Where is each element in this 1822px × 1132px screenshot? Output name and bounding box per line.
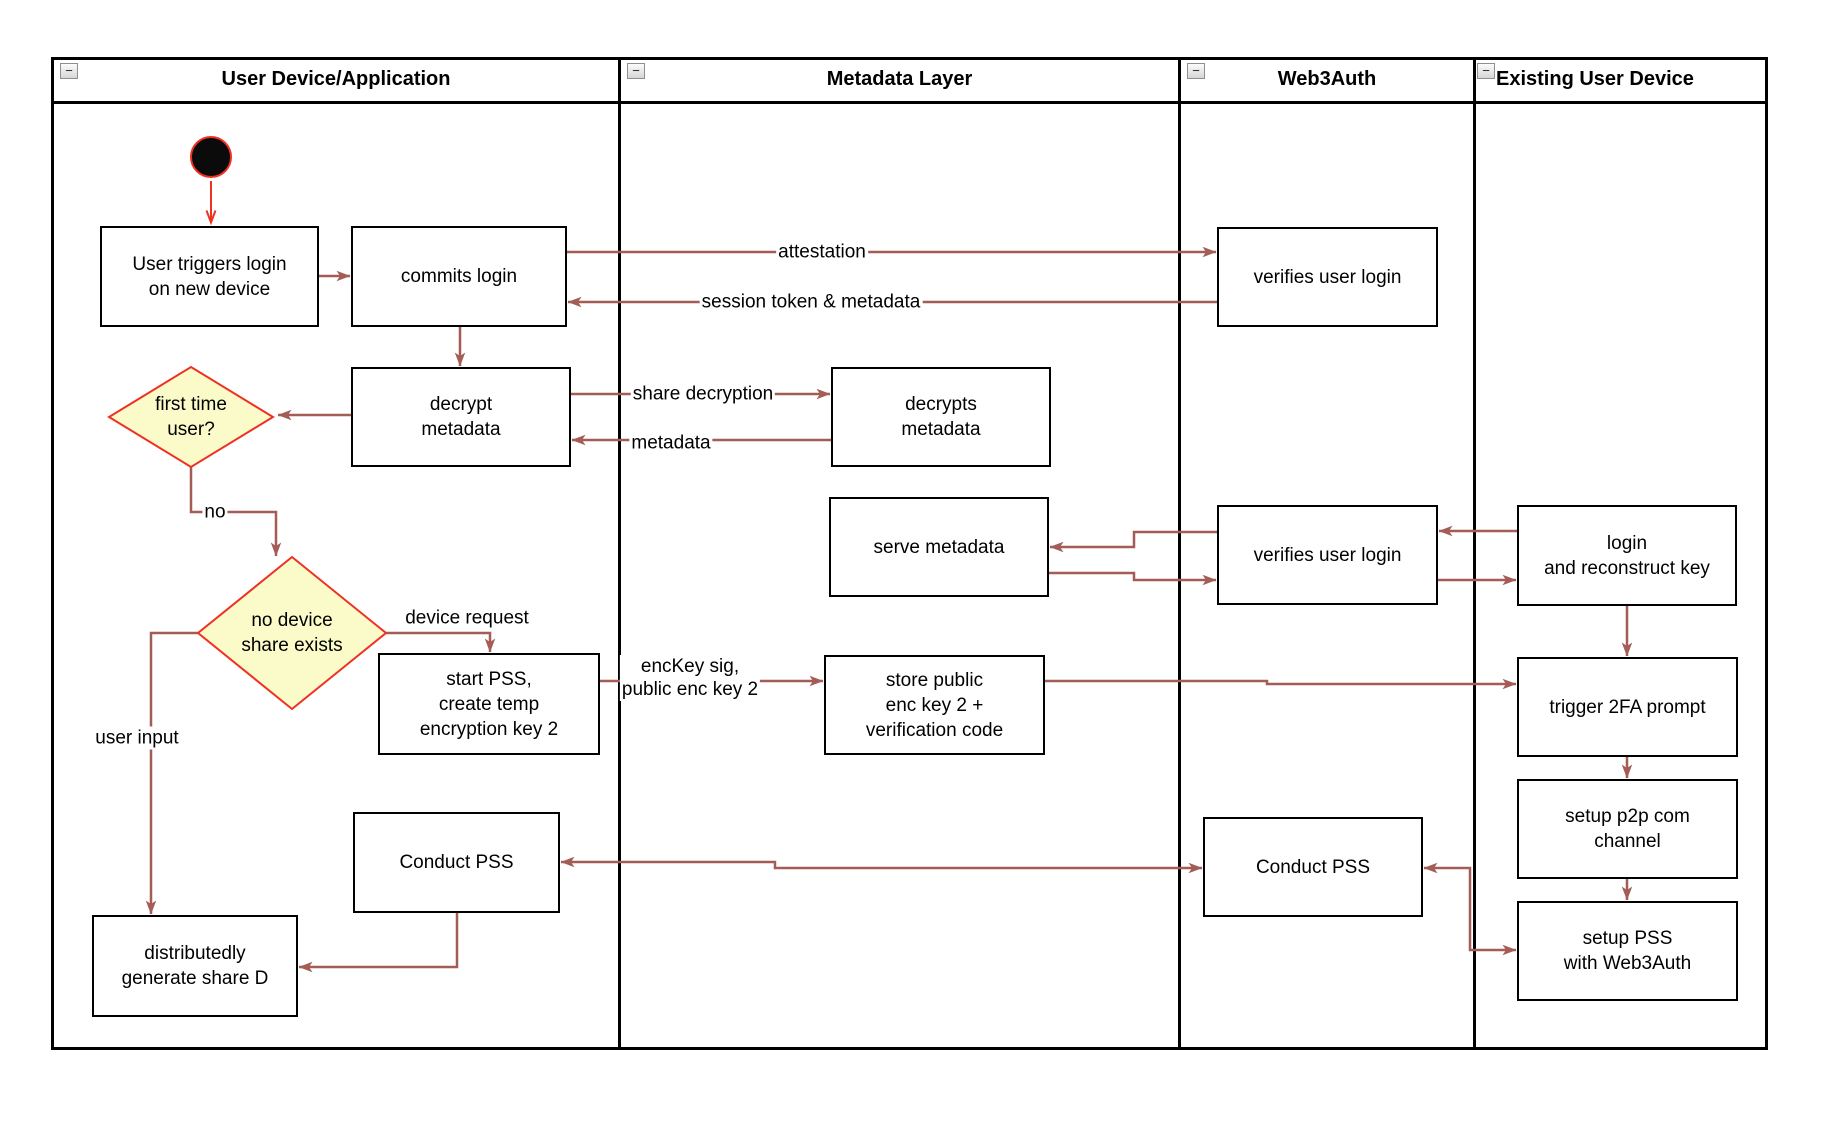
- collapse-icon-lane-2[interactable]: −: [627, 63, 645, 79]
- node-verifies-user-login-1[interactable]: verifies user login: [1217, 227, 1438, 327]
- collapse-icon-lane-4[interactable]: −: [1477, 63, 1495, 79]
- start-node[interactable]: [190, 136, 232, 178]
- node-setup-p2p-com-channel[interactable]: setup p2p com channel: [1517, 779, 1738, 879]
- edge-label-enckey-sig: encKey sig, public enc key 2: [619, 655, 761, 701]
- collapse-icon-lane-1[interactable]: −: [60, 63, 78, 79]
- lane-separator-2: [1178, 57, 1181, 1050]
- edge-label-metadata: metadata: [629, 431, 713, 455]
- edge-conductuser-to-distributedly: [298, 913, 459, 973]
- edge-serve-to-verifies2: [1049, 571, 1217, 586]
- edge-label-session-token: session token & metadata: [699, 290, 923, 314]
- lane-title-user-device[interactable]: User Device/Application: [221, 68, 451, 90]
- edge-store-to-trigger2fa: [1045, 678, 1517, 690]
- pool-frame: [51, 57, 1768, 1050]
- node-start-pss[interactable]: start PSS, create temp encryption key 2: [378, 653, 600, 755]
- edge-conductw3a-setuppss: [1423, 862, 1517, 956]
- header-divider: [51, 101, 1768, 104]
- edge-label-no: no: [202, 500, 228, 524]
- edge-label-device-request: device request: [403, 606, 531, 630]
- edge-user-input: [145, 631, 198, 915]
- node-conduct-pss-web3auth[interactable]: Conduct PSS: [1203, 817, 1423, 917]
- lane-separator-1: [618, 57, 621, 1050]
- node-decrypts-metadata[interactable]: decrypts metadata: [831, 367, 1051, 467]
- node-setup-pss-with-web3auth[interactable]: setup PSS with Web3Auth: [1517, 901, 1738, 1001]
- lane-title-web3auth[interactable]: Web3Auth: [1277, 68, 1377, 90]
- node-serve-metadata[interactable]: serve metadata: [829, 497, 1049, 597]
- lane-separator-3: [1473, 57, 1476, 1050]
- edge-first-time-no-to-diamond2: [189, 467, 282, 557]
- lane-title-existing-user-device[interactable]: Existing User Device: [1496, 68, 1694, 90]
- node-commits-login[interactable]: commits login: [351, 226, 567, 327]
- decision-label-first-time-user: first time user?: [155, 394, 227, 440]
- lane-title-metadata-layer[interactable]: Metadata Layer: [826, 68, 973, 90]
- edge-verifies2-to-serve: [1049, 530, 1217, 553]
- node-conduct-pss-user[interactable]: Conduct PSS: [353, 812, 560, 913]
- node-decrypt-metadata[interactable]: decrypt metadata: [351, 367, 571, 467]
- node-verifies-user-login-2[interactable]: verifies user login: [1217, 505, 1438, 605]
- node-login-and-reconstruct-key[interactable]: login and reconstruct key: [1517, 505, 1737, 606]
- collapse-icon-lane-3[interactable]: −: [1187, 63, 1205, 79]
- edge-label-attestation: attestation: [776, 240, 868, 264]
- edge-device-request: [385, 631, 496, 653]
- edge-label-share-decryption: share decryption: [630, 382, 776, 406]
- edge-conduct-pss-link: [560, 856, 1203, 874]
- node-user-triggers-login[interactable]: User triggers login on new device: [100, 226, 319, 327]
- decision-label-no-device-share: no device share exists: [241, 610, 343, 656]
- node-distributedly-generate-share-d[interactable]: distributedly generate share D: [92, 915, 298, 1017]
- decision-no-device-share[interactable]: [196, 555, 388, 711]
- node-trigger-2fa-prompt[interactable]: trigger 2FA prompt: [1517, 657, 1738, 757]
- node-store-public-enc-key[interactable]: store public enc key 2 + verification co…: [824, 655, 1045, 755]
- edge-label-user-input: user input: [93, 726, 181, 750]
- decision-first-time-user[interactable]: [107, 365, 275, 469]
